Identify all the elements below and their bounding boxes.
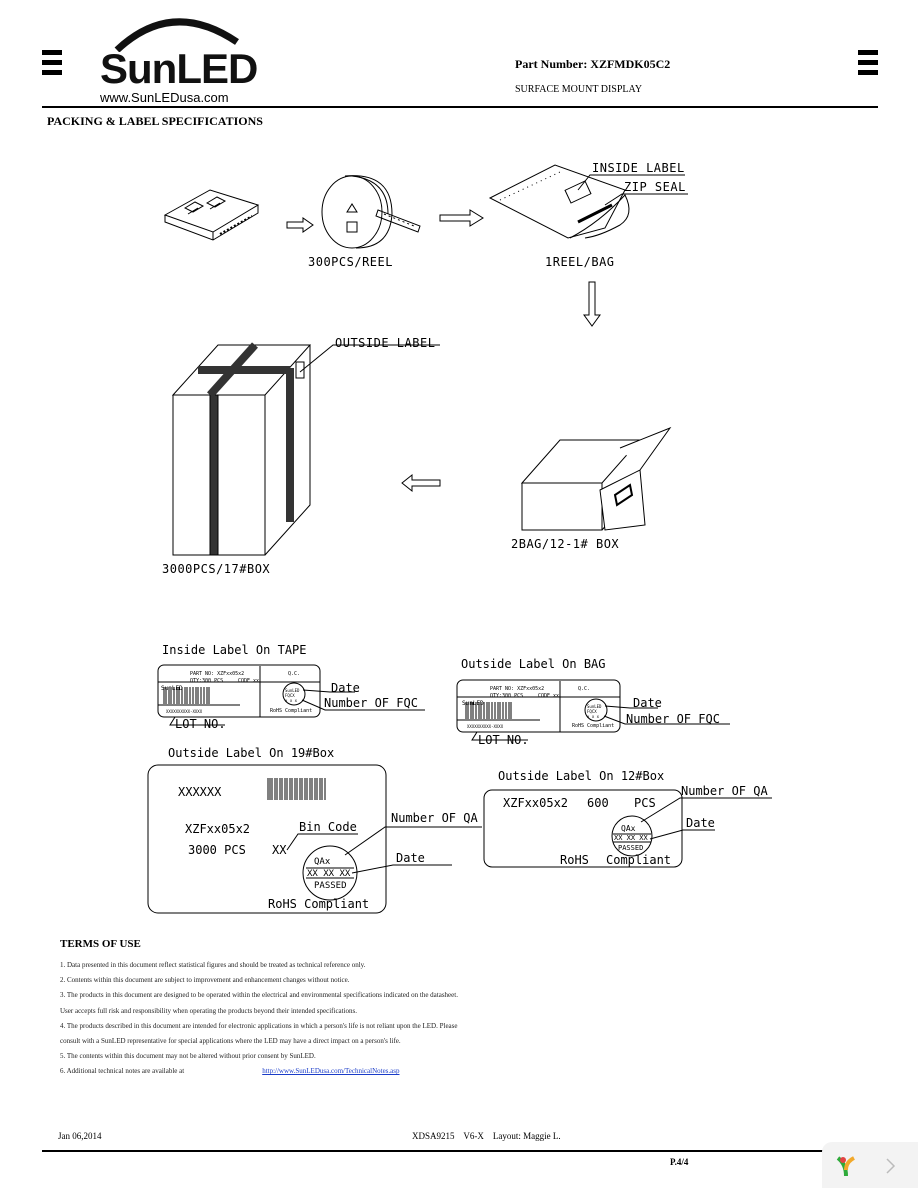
terms-item: 3. The products in this document are des… [60,991,458,1000]
small-box-illustration [520,426,672,531]
box19-bin: XX [272,843,287,857]
packing-diagram: 300PCS/REEL 1REEL/BAG INSIDE LABEL ZIP S… [162,161,688,576]
label-diagrams: Inside Label On TAPE PART NO: XZFxx05x2 … [147,643,772,914]
box12-rohs: RoHS [560,853,589,867]
bag-label-title: Outside Label On BAG [461,657,606,671]
terms-item: 5. The contents within this document may… [60,1052,316,1061]
terms-item: User accepts full risk and responsibilit… [60,1006,358,1015]
part-number: Part Number: XZFMDK05C2 [515,57,671,71]
header-bars-right [858,50,878,80]
header-bars-left [42,50,62,80]
smd-display-illustration [163,189,260,241]
tape-stamp-2: FQCX [285,693,295,698]
terms-item: 2. Contents within this document are sub… [60,976,350,985]
reel-illustration [321,175,421,249]
tape-stamp-3: x x x [285,698,298,703]
bag-qc: Q.C. [578,686,590,692]
tape-lot-code: XXXXXXXXXX-XXXX [166,709,203,714]
footer-rule [42,1150,878,1152]
terms-item: 6. Additional technical notes are availa… [60,1067,185,1076]
box12-date-value: XX XX XX [614,834,649,842]
reel-caption: 300PCS/REEL [308,255,393,269]
brand-logo: SunLED [100,45,258,92]
bag-qty: QTY:300 PCS [490,693,523,699]
tape-brand: SunLED [161,685,183,692]
small-box-caption: 2BAG/12-1# BOX [511,537,619,551]
tape-lot-callout: LOT NO. [175,717,226,731]
box12-qa-callout: Number OF QA [681,784,768,798]
footer-page: P.4/4 [670,1157,689,1167]
box19-rohs: RoHS Compliant [268,897,369,911]
box19-bin-callout: Bin Code [299,820,357,834]
terms-item-last: 6. Additional technical notes are availa… [60,1064,458,1079]
box12-compliant: Compliant [606,853,671,867]
tape-qty: QTY:300 PCS [190,678,223,684]
tape-part-no: PART NO: XZFxx05x2 [190,671,244,677]
bag-lot-callout: LOT NO. [478,733,529,747]
bag-date-callout: Date [633,696,662,710]
box19-part: XZFxx05x2 [185,822,250,836]
big-box-caption: 3000PCS/17#BOX [162,562,270,576]
box12-passed: PASSED [618,844,643,852]
header-rule [42,106,878,108]
brand-website: www.SunLEDusa.com [100,90,229,105]
terms-item: 1. Data presented in this document refle… [60,961,366,969]
inside-label-callout: INSIDE LABEL [592,161,685,175]
bag-caption: 1REEL/BAG [545,255,615,269]
bag-code: CODE xx [538,693,559,699]
box19-passed: PASSED [314,881,347,891]
bag-lot-code: XXXXXXXXXX-XXXX [467,724,504,729]
bag-stamp-1: SunLED [587,704,602,709]
box19-qa: QAx [314,857,331,867]
tape-date-callout: Date [331,681,360,695]
box19-qty: 3000 PCS [188,843,246,857]
big-box-illustration [171,342,440,556]
bag-illustration [488,164,630,239]
box19-label-title: Outside Label On 19#Box [168,746,334,760]
bag-fqc-callout: Number OF FQC [626,712,720,726]
logo-arc [114,18,239,52]
zip-seal-callout: ZIP SEAL [624,180,686,194]
box12-qty: 600 [587,796,609,810]
tape-label-title: Inside Label On TAPE [162,643,307,657]
bag-stamp-3: x x x [587,714,600,719]
technical-notes-link[interactable]: http://www.SunLEDusa.com/TechnicalNotes.… [262,1067,400,1076]
viewer-logo-icon [836,1156,855,1177]
chevron-right-icon[interactable] [884,1156,898,1176]
terms-item: consult with a SunLED representative for… [60,1037,401,1046]
terms-list: 1. Data presented in this document refle… [60,958,458,1080]
box19-date-value: XX XX XX [307,869,351,879]
tape-qc: Q.C. [288,671,300,677]
terms-item: 4. The products described in this docume… [60,1021,458,1030]
box12-date-callout: Date [686,816,715,830]
bag-part-no: PART NO: XZFxx05x2 [490,686,544,692]
footer-doc-id: XDSA9215 V6-X Layout: Maggie L. [412,1131,561,1141]
box19-qa-callout: Number OF QA [391,811,478,825]
bag-rohs: RoHS Compliant [572,723,614,729]
box12-part: XZFxx05x2 [503,796,568,810]
section-title: PACKING & LABEL SPECIFICATIONS [47,114,263,128]
tape-code: CODE xx [238,678,259,684]
outside-label-callout: OUTSIDE LABEL [335,336,435,350]
box12-label-title: Outside Label On 12#Box [498,769,664,783]
bag-brand: SunLED [462,700,484,707]
box19-code: XXXXXX [178,785,222,799]
tape-rohs: RoHS Compliant [270,708,312,714]
tape-fqc-callout: Number OF FQC [324,696,418,710]
box19-date-callout: Date [396,851,425,865]
bag-stamp-2: FQCX [587,709,597,714]
terms-title: TERMS OF USE [60,938,141,950]
box12-pcs: PCS [634,796,656,810]
footer-date: Jan 06,2014 [58,1131,102,1141]
box12-qa: QAx [621,824,636,833]
tape-stamp-1: SunLED [285,688,300,693]
product-type: SURFACE MOUNT DISPLAY [515,84,643,95]
viewer-nav [822,1142,918,1188]
